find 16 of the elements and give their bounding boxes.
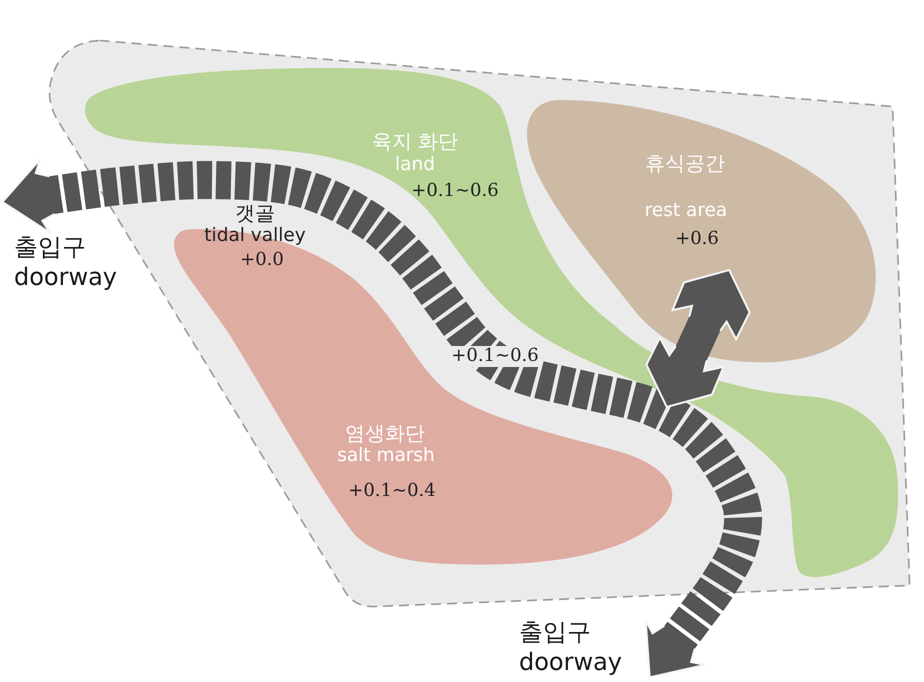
entrance-label: 출입구 (519, 619, 591, 647)
zone-name: salt marsh (337, 444, 435, 466)
entrance-label: doorway (14, 264, 118, 292)
zone-name: 염생화단 (344, 422, 425, 445)
zone-name: land (395, 154, 435, 176)
area-name: tidal valley (204, 225, 306, 246)
area-name: 갯골 (235, 202, 275, 225)
zone-name: 육지 화단 (372, 130, 458, 153)
zone-name: 휴식공간 (644, 152, 725, 175)
entrance-label: doorway (519, 649, 622, 677)
elevation-label: +0.1~0.6 (411, 180, 499, 202)
elevation-label: +0.6 (675, 229, 719, 250)
elevation-label: +0.0 (240, 250, 284, 271)
zone-name: rest area (644, 200, 728, 222)
elevation-label: +0.1~0.4 (348, 480, 436, 502)
entrance-label: 출입구 (14, 234, 86, 262)
